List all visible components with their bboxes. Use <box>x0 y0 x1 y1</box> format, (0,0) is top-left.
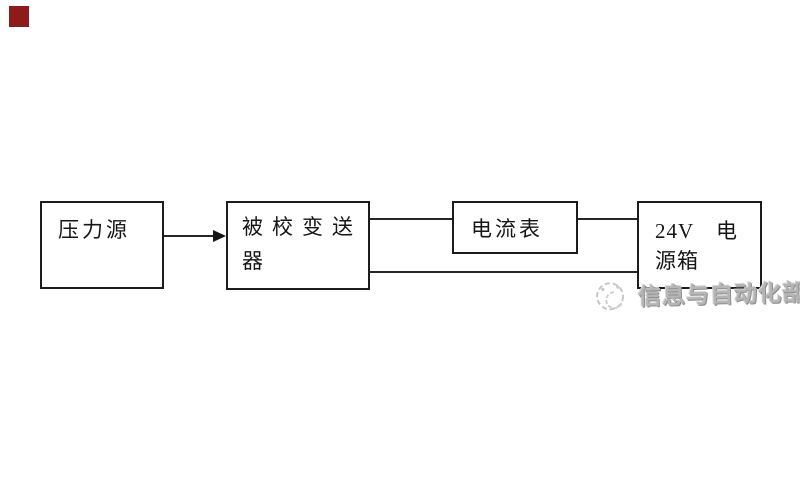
node-power-box-label-line1: 24V 电 <box>655 219 739 243</box>
node-transmitter-label-line1: 被校变送 <box>242 215 362 239</box>
watermark: 信息与自动化部 <box>588 273 800 313</box>
node-power-box-label-line2: 源箱 <box>655 249 699 273</box>
edge-transmitter-to-ammeter-line <box>370 218 452 220</box>
node-transmitter-label-line2: 器 <box>242 249 272 273</box>
node-ammeter: 电流表 <box>452 201 578 254</box>
arrow-head-icon <box>213 230 226 242</box>
red-square-marker <box>9 6 29 27</box>
node-pressure-source-label: 压力源 <box>58 218 130 242</box>
edge-transmitter-to-power-line <box>370 271 637 273</box>
node-power-box: 24V 电 源箱 <box>637 201 762 289</box>
edge-ammeter-to-power-line <box>578 218 637 220</box>
node-ammeter-label: 电流表 <box>471 217 543 241</box>
watermark-text: 信息与自动化部 <box>637 280 800 310</box>
node-transmitter: 被校变送 器 <box>226 201 370 290</box>
edge-pressure-to-transmitter-line <box>164 235 215 237</box>
node-pressure-source: 压力源 <box>40 201 164 289</box>
crescent-logo-icon <box>596 282 625 311</box>
